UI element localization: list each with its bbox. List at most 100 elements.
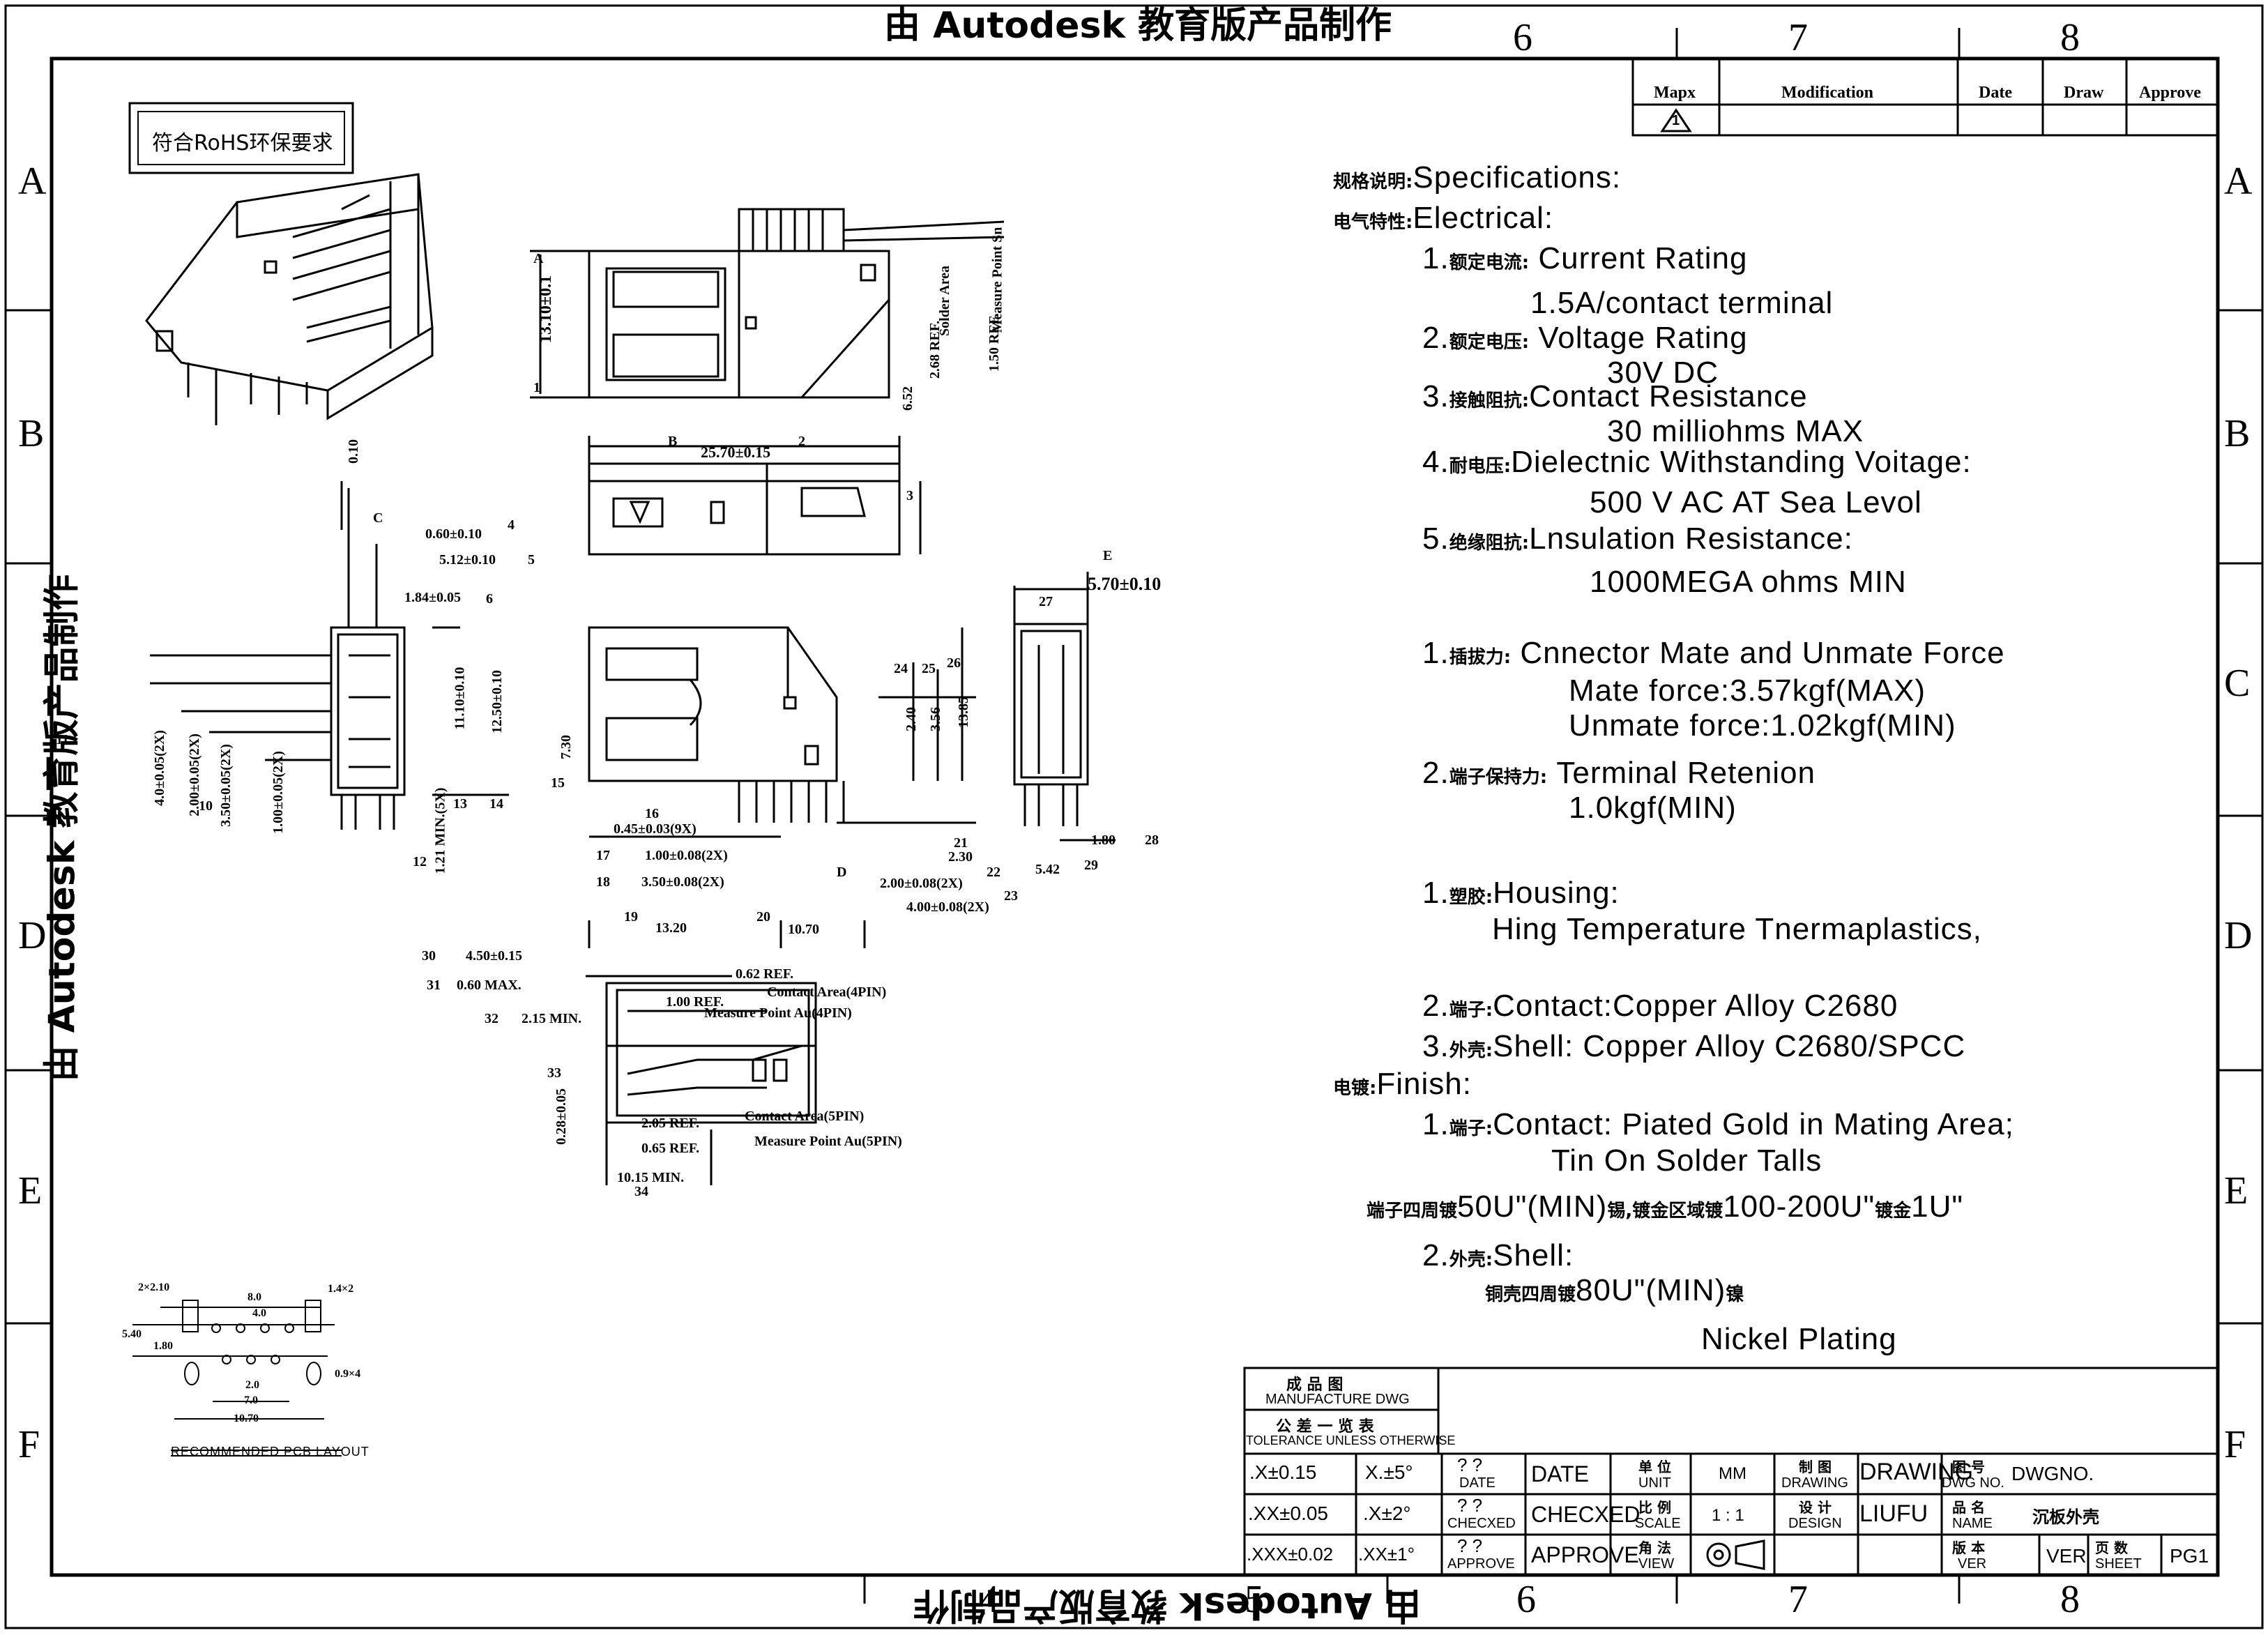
dim-solder-area: Solder Area <box>936 266 952 336</box>
zone-row-b-left: B <box>18 412 45 455</box>
callout-17: 17 <box>596 848 610 863</box>
dim-2-00-2x: 2.00±0.08(2X) <box>880 876 963 891</box>
dim-10-15-min: 10.15 MIN. <box>617 1170 685 1185</box>
zone-col-8-bottom: 8 <box>2060 1578 2080 1621</box>
callout-20: 20 <box>756 909 770 925</box>
dim-1-00: 1.00±0.05(2X) <box>270 751 286 834</box>
end-view <box>1013 572 1116 842</box>
callout-e: E <box>1103 548 1113 563</box>
watermark-top: 由 Autodesk 教育版产品制作 <box>884 5 1392 47</box>
pcb-dim-9: 10.70 <box>234 1413 259 1424</box>
tb-name-zh: 品 名 <box>1952 1499 1985 1516</box>
tb-ver-val: VER <box>2046 1545 2087 1567</box>
zone-col-7-bottom: 7 <box>1788 1578 1808 1621</box>
rohs-box-inner <box>137 111 345 165</box>
dim-measure-point-4pin: Measure Point Au(4PIN) <box>704 1005 852 1021</box>
spec-contact-resistance-value: 30 milliohms MAX <box>1607 414 1864 448</box>
spec-finish-contact-note: 端子四周镀50U"(MIN)锡,镀金区域镀100-200U"镀金1U" <box>1367 1189 1963 1224</box>
callout-21: 21 <box>954 835 968 851</box>
callout-d: D <box>837 865 847 880</box>
dim-3-50-2x: 3.50±0.08(2X) <box>641 874 724 890</box>
zone-row-a-right: A <box>2224 160 2253 203</box>
spec-finish-shell-value: Nickel Plating <box>1701 1322 1897 1356</box>
dim-0-65-ref: 0.65 REF. <box>641 1141 700 1156</box>
tb-scale-zh: 比 例 <box>1638 1499 1671 1516</box>
tb-unit-val: MM <box>1719 1464 1746 1483</box>
callout-6: 6 <box>486 591 493 607</box>
tb-approve-val: APPROVE <box>1531 1542 1639 1567</box>
tb-name-val: 沉板外壳 <box>2032 1507 2099 1527</box>
pcb-dim-6: 1.80 <box>153 1340 173 1352</box>
dim-2-05-ref: 2.05 REF. <box>641 1116 700 1131</box>
callout-10: 10 <box>199 798 213 814</box>
pcb-caption: RECOMMENDED PCB LAYOUT <box>171 1445 370 1459</box>
spec-insulation-value: 1000MEGA ohms MIN <box>1590 565 1907 599</box>
tb-date-zh: ? ? <box>1457 1454 1483 1475</box>
front-view <box>150 481 509 830</box>
zone-row-a-left: A <box>18 160 47 203</box>
tb-drawing-val: DRAWING <box>1859 1459 1974 1485</box>
isometric-view <box>145 173 434 425</box>
zone-col-7: 7 <box>1788 16 1808 59</box>
dim-1-00-2x: 1.00±0.08(2X) <box>645 848 728 863</box>
tb-sheet-zh: 页 数 <box>2095 1539 2128 1556</box>
dim-13-20: 13.20 <box>655 920 687 936</box>
tb-approve-en: APPROVE <box>1447 1556 1515 1572</box>
callout-12: 12 <box>413 854 427 869</box>
spec-unmate-force-min: Unmate force:1.02kgf(MIN) <box>1569 708 1956 743</box>
pcb-dim-7: 2.0 <box>245 1379 259 1391</box>
tb-tol-2: .XX±0.05 <box>1248 1503 1328 1524</box>
callout-31: 31 <box>427 978 441 993</box>
main-side-view <box>588 626 976 948</box>
spec-voltage-rating: 2.额定电压: Voltage Rating <box>1422 321 1748 355</box>
zone-row-d-left: D <box>18 914 47 957</box>
tb-checked-en: CHECXED <box>1447 1516 1516 1531</box>
callout-5: 5 <box>528 552 535 568</box>
callout-24: 24 <box>894 661 908 676</box>
rohs-box-outer <box>128 102 354 174</box>
pcb-dim-8: 7.0 <box>244 1394 258 1406</box>
dim-contact-area-5pin: Contact Area(5PIN) <box>745 1109 865 1124</box>
revision-triangle-icon <box>1660 108 1692 132</box>
projection-cone-icon <box>1735 1539 1765 1570</box>
callout-25: 25 <box>922 661 936 676</box>
spec-finish-contact-value: Tin On Solder Talls <box>1551 1143 1822 1178</box>
spec-dielectric-value: 500 V AC AT Sea Levol <box>1590 485 1922 519</box>
spec-title: 规格说明:Specifications: <box>1333 160 1622 195</box>
callout-a: A <box>533 251 544 266</box>
zone-col-8: 8 <box>2060 16 2080 59</box>
revision-table-grid <box>1631 57 2219 137</box>
tb-tol-3: .XXX±0.02 <box>1247 1544 1334 1565</box>
callout-22: 22 <box>987 865 1000 880</box>
tb-tol-1: .X±0.15 <box>1249 1461 1317 1483</box>
zone-row-e-right: E <box>2224 1169 2248 1212</box>
callout-1: 1 <box>533 380 540 395</box>
dim-7-30: 7.30 <box>558 735 574 759</box>
title-block-grid <box>1243 1367 2219 1576</box>
callout-4: 4 <box>508 517 515 533</box>
callout-14: 14 <box>489 796 503 812</box>
zone-col-6-bottom: 6 <box>1516 1578 1536 1621</box>
callout-11: 11 <box>56 732 69 747</box>
callout-15: 15 <box>551 775 565 791</box>
dim-12-50: 12.50±0.10 <box>489 670 505 733</box>
tb-ang-3: .XX±1° <box>1358 1544 1415 1565</box>
spec-dielectric: 4.耐电压:Dielectnic Withstanding Voitage: <box>1422 445 1972 479</box>
zone-col-4-bottom: 4 <box>980 1578 999 1621</box>
dim-5-70: 5.70±0.10 <box>1088 574 1162 594</box>
pcb-layout-drawing <box>132 1300 342 1457</box>
callout-16: 16 <box>645 806 659 821</box>
callout-26: 26 <box>947 655 961 671</box>
tb-dwgno-zh: 图 号 <box>1952 1459 1985 1475</box>
pcb-dim-2: 8.0 <box>248 1291 261 1303</box>
tb-tol: TOLERANCE UNLESS OTHERWISE <box>1246 1434 1456 1447</box>
callout-30: 30 <box>422 948 436 964</box>
tb-scale-val: 1 : 1 <box>1712 1506 1744 1525</box>
callout-13: 13 <box>453 796 467 812</box>
tb-dwgno-val: DWGNO. <box>2011 1463 2094 1484</box>
spec-finish-contact: 1.端子:Contact: Piated Gold in Mating Area… <box>1422 1107 2014 1141</box>
callout-3: 3 <box>906 488 913 503</box>
tb-design-en: DESIGN <box>1788 1516 1842 1531</box>
spec-shell-material: 3.外壳:Shell: Copper Alloy C2680/SPCC <box>1422 1029 1966 1063</box>
